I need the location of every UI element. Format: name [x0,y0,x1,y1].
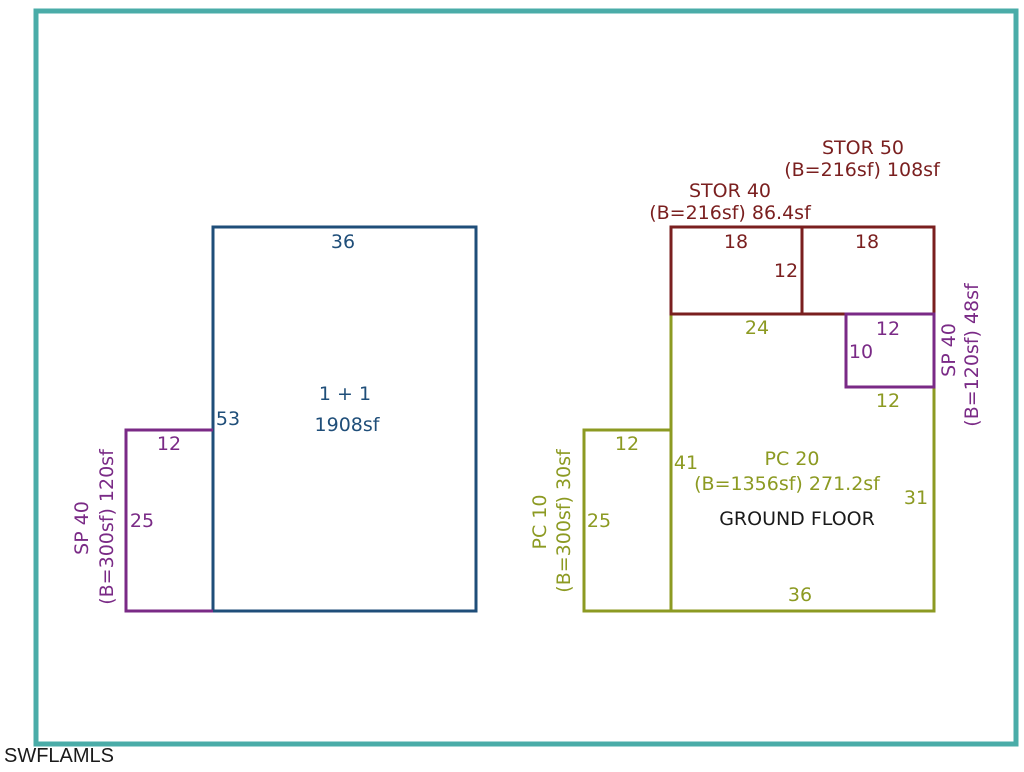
pc10-height-label: 25 [587,510,611,532]
pc20-top-label: 24 [745,317,769,339]
stor40-area-label: (B=216sf) 86.4sf [649,202,812,224]
pc20-left-label: 41 [674,452,698,474]
main-area-label: 1908sf [315,414,381,436]
sp-left-height-label: 25 [130,510,154,532]
right-building: STOR 40 (B=216sf) 86.4sf STOR 50 (B=216s… [529,137,983,613]
swflamls-watermark: SWFLAMLS [4,745,115,767]
sp-left-area-label: (B=300sf) 120sf [96,448,118,605]
sp-small-name-label: SP 40 [938,323,960,377]
stor50-name-label: STOR 50 [822,137,904,159]
ground-floor-label: GROUND FLOOR [719,508,875,530]
pc10-area-label: (B=300sf) 30sf [553,448,575,593]
sketch-frame [33,8,1019,747]
main-height-label: 53 [216,408,240,430]
pc20-right-label: 31 [904,487,928,509]
pc20-outline [669,314,936,613]
pc20-name-label: PC 20 [765,448,820,470]
sp-left-name-label: SP 40 [71,501,93,555]
pc20-notch-label: 12 [876,390,900,412]
pc10-outline [582,428,671,613]
left-building: 36 53 1 + 1 1908sf 12 25 SP 40 (B=300sf)… [71,225,478,613]
sp-small-area-label: (B=120sf) 48sf [961,282,983,427]
sp-small-height-label: 10 [849,341,873,363]
sp-left-outline [124,428,213,613]
pc20-area-label: (B=1356sf) 271.2sf [694,473,881,495]
main-width-label: 36 [331,231,355,253]
stor50-area-label: (B=216sf) 108sf [784,159,941,181]
sp-small-outline [844,312,936,389]
stor40-height-label: 12 [774,260,798,282]
pc10-name-label: PC 10 [529,495,551,550]
pc10-width-label: 12 [615,433,639,455]
main-name-label: 1 + 1 [319,383,371,405]
main-house-outline [211,225,478,613]
sp-small-width-label: 12 [876,318,900,340]
pc20-bottom-label: 36 [788,584,812,606]
stor50-width-label: 18 [855,231,879,253]
sp-left-width-label: 12 [157,433,181,455]
stor40-name-label: STOR 40 [689,180,771,202]
stor40-width-label: 18 [724,231,748,253]
